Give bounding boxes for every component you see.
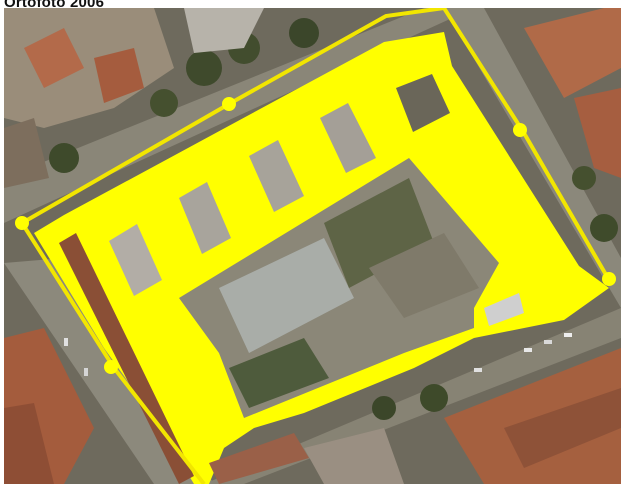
vertex-handle[interactable] <box>513 123 527 137</box>
vertex-handles[interactable] <box>15 97 616 374</box>
map-title: Ortofoto 2006 <box>4 0 105 11</box>
vertex-handle[interactable] <box>104 360 118 374</box>
vertex-handle[interactable] <box>222 97 236 111</box>
map-svg <box>4 8 621 484</box>
map-viewport[interactable] <box>4 8 621 484</box>
vertex-handle[interactable] <box>15 216 29 230</box>
roof-cutouts <box>59 74 524 484</box>
vertex-handle[interactable] <box>602 272 616 286</box>
inner-courtyard <box>179 158 499 418</box>
